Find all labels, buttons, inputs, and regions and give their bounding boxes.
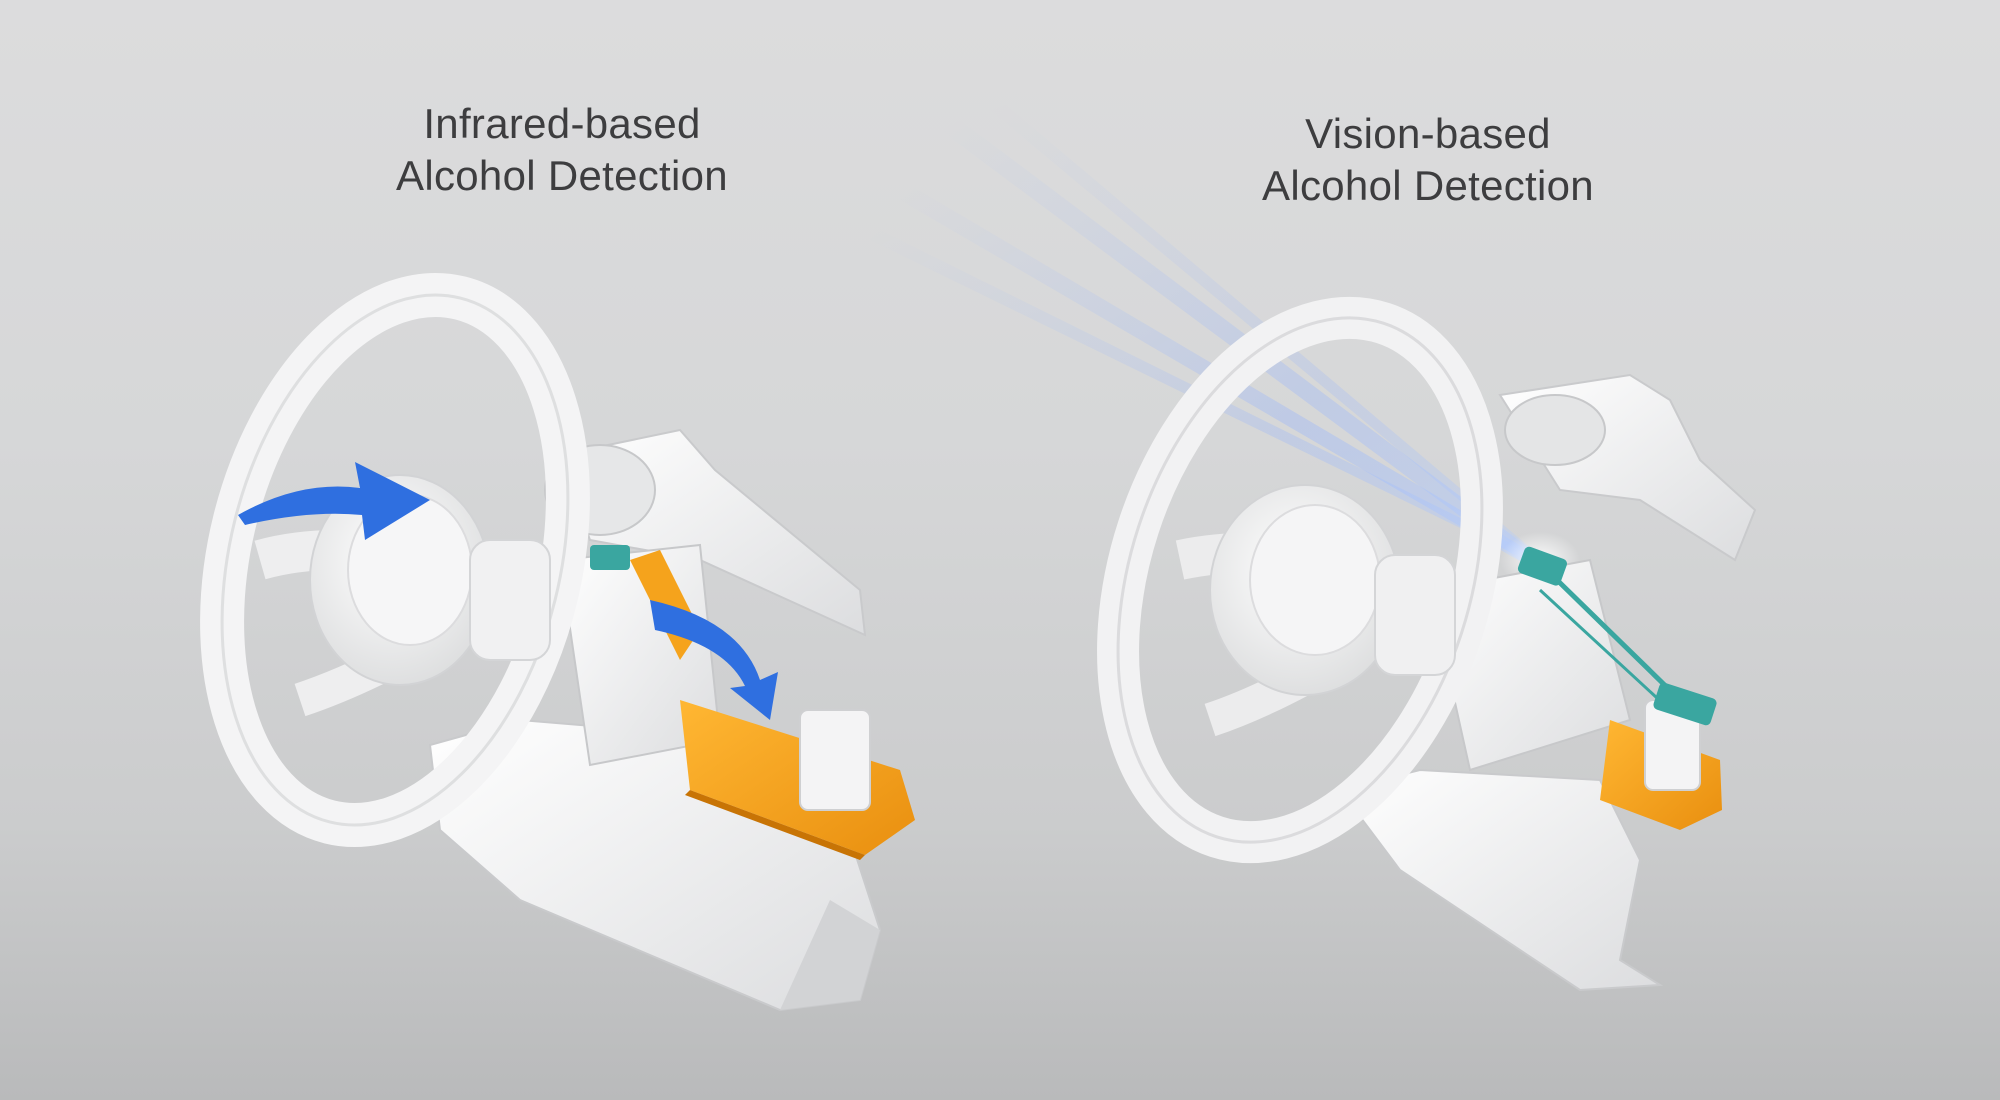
- infrared-caption-line1: Infrared-based: [423, 100, 701, 147]
- infrared-caption-line2: Alcohol Detection: [396, 152, 728, 199]
- infrared-caption: Infrared-based Alcohol Detection: [262, 98, 862, 202]
- vision-caption-line1: Vision-based: [1305, 110, 1551, 157]
- camera-module-icon: [1517, 546, 1722, 830]
- vision-assembly: [870, 104, 1757, 992]
- vision-lower-shroud: [1338, 768, 1664, 992]
- vision-caption-line2: Alcohol Detection: [1262, 162, 1594, 209]
- infrared-assembly: [200, 272, 915, 1012]
- vision-caption: Vision-based Alcohol Detection: [1128, 108, 1728, 212]
- steering-wheel-icon: [1097, 296, 1503, 864]
- airflow-arrow-icon: [238, 462, 778, 720]
- steering-wheel-icon: [200, 272, 590, 848]
